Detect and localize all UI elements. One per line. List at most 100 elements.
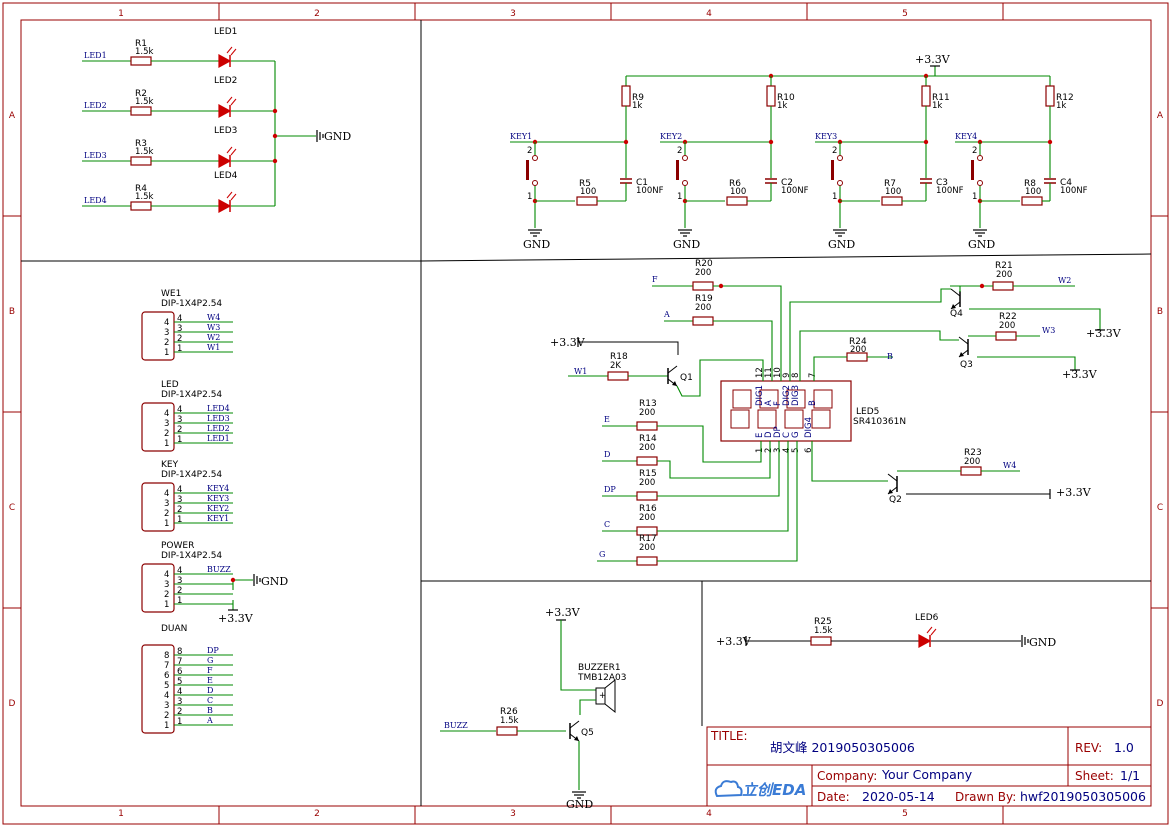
net-label-a: A	[206, 716, 213, 725]
value-r7: 100	[885, 187, 901, 197]
net-label-g: G	[207, 656, 213, 665]
led-arrows-icon	[226, 191, 237, 201]
net-label-b: B	[207, 706, 213, 715]
net-label-key1: KEY1	[510, 132, 532, 141]
grid-col-1: 1	[118, 9, 124, 19]
drawn-by-value: hwf2019050305006	[1020, 789, 1146, 804]
header-key-name: KEY	[161, 460, 179, 470]
net-label-w1: W1	[574, 367, 587, 376]
pin-num: 3	[177, 495, 182, 505]
ref-q4: Q4	[950, 309, 963, 319]
drawn-by-label: Drawn By:	[955, 790, 1016, 804]
net-label-key2: KEY2	[660, 132, 682, 141]
pin-num: 1	[164, 600, 169, 610]
pin-num: 3	[164, 499, 169, 509]
ref-r24: R24	[849, 337, 867, 347]
grid-col-3: 3	[510, 9, 516, 19]
pin-name-f: F	[773, 401, 783, 406]
q3-collector-wire	[977, 356, 1076, 370]
header-duan-body	[141, 644, 175, 734]
seg-dp-wire	[657, 441, 780, 497]
pin-num: 12	[755, 367, 765, 378]
pin-num: 4	[164, 570, 169, 580]
net-label-d: D	[604, 450, 610, 459]
net-label-led2: LED2	[207, 424, 230, 433]
switch-actuator	[971, 160, 974, 180]
net-label-led3: LED3	[84, 151, 107, 160]
pin-num: 2	[177, 505, 182, 515]
header-we1-name: WE1	[161, 289, 181, 299]
ref-r22: R22	[999, 312, 1017, 322]
pin-num: 11	[764, 367, 774, 378]
resistor-r2	[130, 106, 152, 116]
seg-g-wire	[657, 441, 798, 562]
gnd-led6	[1021, 635, 1029, 647]
grid-col-3-bottom: 3	[510, 809, 516, 819]
vcc-label: +3.3V	[1062, 368, 1098, 381]
net-label-b: B	[887, 352, 893, 361]
pin-num: 3	[164, 419, 169, 429]
net-label-key2: KEY2	[207, 504, 229, 513]
vcc-label: +3.3V	[716, 635, 752, 648]
pin-num: 1	[164, 439, 169, 449]
gnd-label: GND	[566, 798, 593, 811]
pin-num: 2	[677, 146, 682, 156]
junction-dot	[272, 108, 278, 114]
pin-num: 2	[177, 707, 182, 717]
pin-num: 1	[164, 721, 169, 731]
value-r18: 2K	[610, 361, 621, 371]
pin-num: 4	[177, 485, 182, 495]
pin-num: 6	[177, 667, 182, 677]
pin-num: 2	[164, 338, 169, 348]
pin-name-dig2: DIG2	[782, 385, 792, 406]
value-r3: 1.5k	[135, 147, 154, 157]
ref-r21: R21	[995, 261, 1013, 271]
digit-icon	[811, 389, 833, 429]
vcc-label: +3.3V	[550, 336, 586, 349]
date-label: Date:	[817, 790, 850, 804]
gnd-label: GND	[828, 238, 855, 251]
value-r16: 200	[639, 513, 655, 523]
digit-icon	[730, 389, 752, 429]
value-c3: 100NF	[936, 186, 964, 196]
pin-num: 1	[177, 344, 182, 354]
net-label-c: C	[207, 696, 213, 705]
switch-contact	[532, 180, 538, 186]
resistor-r3	[130, 156, 152, 166]
switch-actuator	[831, 160, 834, 180]
pin-num: 7	[177, 657, 182, 667]
pin-num: 7	[808, 373, 818, 378]
net-label-led2: LED2	[84, 101, 107, 110]
net-label-e: E	[207, 676, 213, 685]
inner-frame	[20, 19, 1152, 807]
led-arrows-icon	[226, 46, 237, 56]
digit-lower	[811, 409, 831, 429]
junction-dot	[272, 133, 278, 139]
pin-name-c: C	[782, 432, 792, 438]
seg-d-wire	[657, 441, 771, 479]
buzzer-plus: +	[599, 691, 606, 701]
header-key-body	[141, 482, 175, 532]
net-label-key3: KEY3	[207, 494, 229, 503]
net-label-key1: KEY1	[207, 514, 229, 523]
junction-dot	[623, 139, 629, 145]
buzzer-part: TMB12A03	[577, 673, 627, 683]
vcc-label: +3.3V	[545, 606, 581, 619]
net-label-led4: LED4	[84, 196, 107, 205]
switch-actuator	[676, 160, 679, 180]
pin-name-dp: DP	[773, 426, 783, 438]
pin-num: 8	[791, 373, 801, 378]
ref-r15: R15	[639, 469, 657, 479]
transistor-arrow-icon	[959, 352, 964, 357]
transistor-collector	[569, 720, 580, 729]
switch-actuator	[526, 160, 529, 180]
pin-name-d: D	[764, 431, 774, 438]
net-label-w4: W4	[207, 313, 220, 322]
pin-num: 1	[972, 192, 977, 202]
transistor-arrow-icon	[574, 736, 579, 741]
ref-r4: R4	[135, 184, 147, 194]
gnd-key2	[678, 229, 692, 237]
net-label-key4: KEY4	[207, 484, 229, 493]
value-r19: 200	[695, 303, 711, 313]
